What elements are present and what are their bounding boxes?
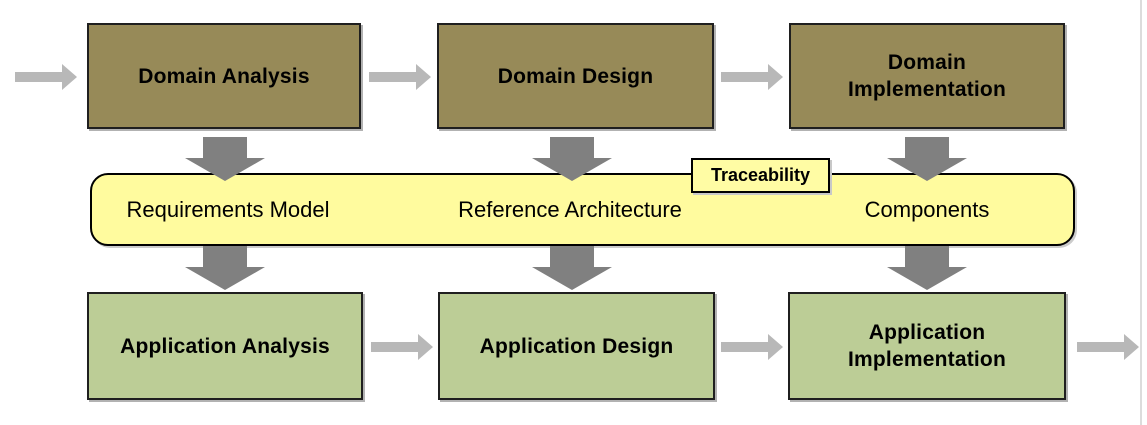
band-label-requirements-model: Requirements Model (126, 197, 330, 222)
box-domain-design: Domain Design (437, 23, 714, 129)
box-domain-analysis: Domain Analysis (87, 23, 361, 129)
page-edge-line (1140, 0, 1142, 425)
box-application-design: Application Design (438, 292, 715, 400)
traceability-tag: Traceability (691, 158, 830, 193)
traceability-tag-label: Traceability (710, 165, 811, 185)
box-label: Domain Implementation (848, 51, 1006, 101)
arrow-right-icon (15, 64, 77, 90)
box-label: Domain Design (497, 64, 654, 88)
traceability-band (90, 173, 1075, 246)
arrow-right-icon (721, 64, 783, 90)
arrow-down-icon (887, 246, 967, 290)
arrow-right-icon (369, 64, 431, 90)
box-label: Application Design (479, 334, 674, 358)
band-label-components: Components (864, 197, 990, 222)
arrow-down-icon (532, 246, 612, 290)
box-domain-implementation: Domain Implementation (789, 23, 1065, 129)
arrow-right-icon (721, 334, 783, 360)
box-label: Application Analysis (120, 334, 330, 358)
box-application-implementation: Application Implementation (788, 292, 1066, 400)
arrow-right-icon (1077, 334, 1139, 360)
band-label-reference-architecture: Reference Architecture (458, 197, 682, 222)
box-label: Domain Analysis (138, 64, 310, 88)
box-label: Application Implementation (848, 321, 1006, 371)
arrow-down-icon (185, 246, 265, 290)
box-application-analysis: Application Analysis (87, 292, 363, 400)
arrow-right-icon (371, 334, 433, 360)
